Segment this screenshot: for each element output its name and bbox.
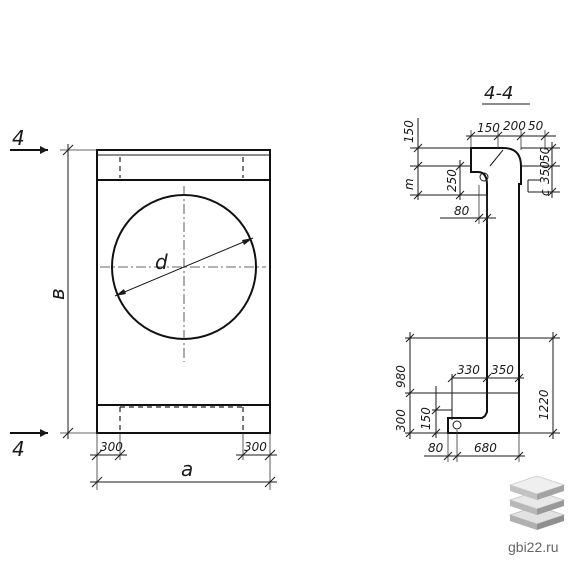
profile-chamfer [489, 149, 504, 167]
bottom-hole [452, 420, 462, 430]
logo-layer-2-side-l [510, 500, 537, 515]
rltick-2 [548, 428, 558, 438]
mtick-2 [482, 373, 492, 383]
lltick-2 [405, 388, 415, 398]
t150b-2 [431, 428, 441, 438]
section-mark-top-arrow [40, 146, 48, 154]
width-tick-right [264, 476, 276, 488]
section-title: 4-4 [484, 83, 513, 104]
top-tick-3 [516, 131, 526, 141]
section-mark-bottom-label: 4 [12, 437, 25, 461]
dim-left-m: m [402, 178, 416, 190]
logo-layer-1-side-r [537, 515, 564, 530]
diameter-arrow-2 [242, 238, 253, 245]
t150b-1 [431, 405, 441, 415]
top-tick-1 [466, 131, 476, 141]
lltick-3 [405, 428, 415, 438]
plate-outline [96, 149, 271, 434]
section-view: 4-4 150 200 50 150 [394, 83, 560, 462]
ltick-3 [413, 190, 423, 200]
btick-2 [452, 451, 462, 461]
dim-left-150b: 150 [419, 407, 433, 430]
watermark-text: gbi22.ru [508, 539, 559, 555]
front-view: d 4 4 в 300 300 a [10, 126, 277, 490]
height-tick-top [62, 144, 74, 156]
dim-mid-80: 80 [454, 204, 470, 218]
dim-bottom-80: 80 [428, 441, 444, 455]
dim-300-right: 300 [244, 440, 267, 454]
mtick-3 [514, 373, 524, 383]
diameter-line [114, 237, 254, 297]
rltick-1 [548, 333, 558, 343]
dim-left-980: 980 [394, 365, 408, 388]
ltick-4 [455, 161, 465, 171]
logo-layer-3-side-r [537, 485, 564, 500]
ltick-1 [413, 143, 423, 153]
top-hole [479, 172, 489, 182]
ltick-2 [413, 161, 423, 171]
tick-c [237, 449, 249, 461]
logo-layer-3-side-l [510, 485, 537, 500]
diameter-label: d [155, 250, 168, 274]
dim-left-150: 150 [402, 120, 416, 143]
dim-left-300: 300 [394, 409, 408, 432]
height-label: в [45, 288, 69, 300]
height-tick-bottom [62, 427, 74, 439]
dim-right-50: 50 [538, 146, 552, 162]
dim-right-350: 350 [538, 161, 552, 184]
mtick-1 [447, 373, 457, 383]
tick-d [264, 449, 276, 461]
top-tick-2 [493, 131, 503, 141]
dim-300-left: 300 [100, 440, 123, 454]
dim-top-200: 200 [503, 119, 526, 133]
section-mark-top-label: 4 [12, 126, 25, 150]
dim-right-1220: 1220 [537, 389, 551, 420]
t80-2 [482, 213, 492, 223]
lltick-1 [405, 333, 415, 343]
rtick-1 [547, 143, 557, 153]
rtick-3 [547, 187, 557, 197]
dim-top-50: 50 [528, 119, 544, 133]
dim-mid-330: 330 [457, 363, 480, 377]
section-mark-bottom-arrow [40, 429, 48, 437]
width-tick-left [91, 476, 103, 488]
dim-left-250: 250 [445, 169, 459, 192]
rtick-2 [547, 161, 557, 171]
dim-right-c: c [538, 189, 552, 196]
btick-3 [514, 451, 524, 461]
dim-bottom-680: 680 [474, 441, 497, 455]
watermark-logo [508, 475, 566, 530]
top-tick-4 [540, 131, 550, 141]
width-label: a [181, 457, 193, 481]
diameter-arrow-1 [115, 289, 126, 296]
ltick-5 [455, 190, 465, 200]
logo-layer-1-side-l [510, 515, 537, 530]
btick-1 [443, 451, 453, 461]
dim-mid-350: 350 [491, 363, 514, 377]
tick-b [114, 449, 126, 461]
logo-layer-2-side-r [537, 500, 564, 515]
dim-top-150: 150 [477, 121, 500, 135]
tick-a [91, 449, 103, 461]
t80-1 [474, 213, 484, 223]
